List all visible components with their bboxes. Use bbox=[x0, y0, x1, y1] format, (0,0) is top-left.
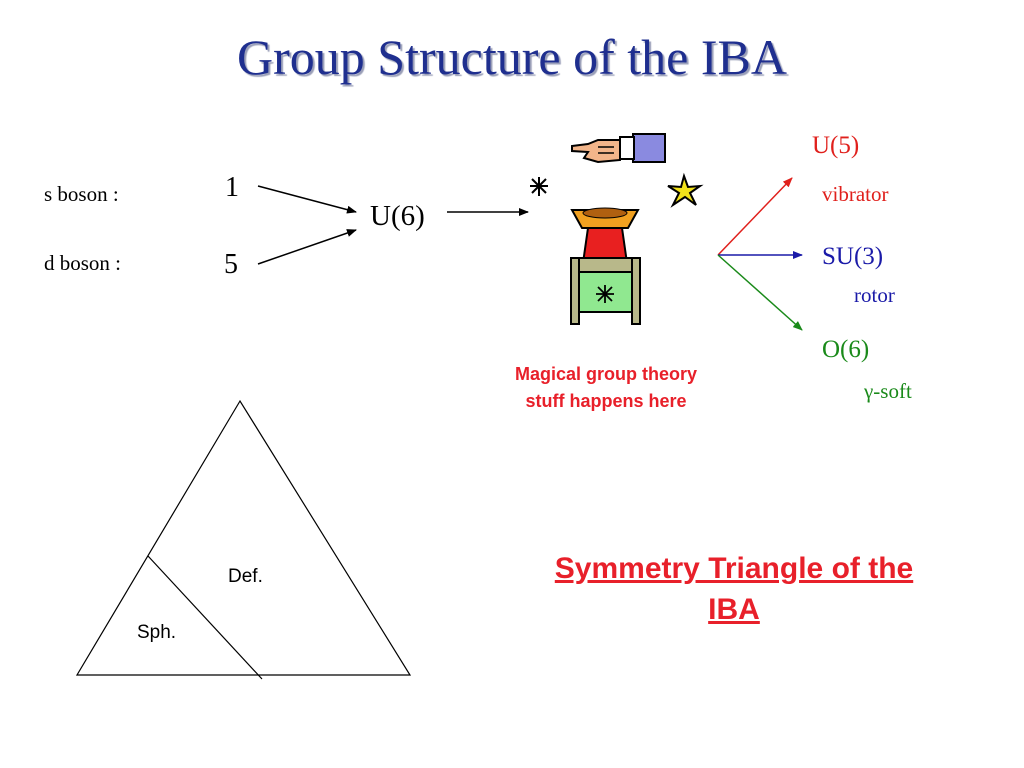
d-boson-label: d boson : bbox=[44, 251, 122, 275]
limit-su3-name: SU(3) bbox=[822, 243, 884, 270]
branch-u5-arrow bbox=[717, 177, 793, 256]
limit-su3-description: rotor bbox=[854, 283, 895, 307]
triangle-caption: Symmetry Triangle of the IBA bbox=[554, 552, 914, 626]
triangle-outline bbox=[75, 399, 412, 676]
phase-transition-line bbox=[147, 555, 263, 680]
limit-o6-name: O(6) bbox=[822, 336, 870, 363]
limit-u5-description: vibrator bbox=[822, 182, 889, 206]
d-to-u6-arrow bbox=[257, 229, 357, 265]
sparkle-icon bbox=[530, 177, 548, 196]
slide-title: Group Structure of the IBA bbox=[237, 29, 787, 85]
limit-u5-name: U(5) bbox=[812, 132, 860, 159]
star-burst-icon bbox=[667, 172, 704, 208]
s-boson-count: 1 bbox=[225, 172, 239, 203]
machine-sparkle-icon bbox=[596, 285, 614, 303]
limit-o6-description: γ-soft bbox=[864, 379, 912, 403]
machine-caption: Magical group theory stuff happens here bbox=[514, 364, 698, 411]
d-boson-count: 5 bbox=[224, 249, 238, 280]
triangle-region-spherical: Sph. bbox=[137, 622, 177, 643]
branch-o6-arrow bbox=[717, 254, 803, 331]
u6-group-label: U(6) bbox=[370, 200, 425, 232]
machine-frame bbox=[570, 257, 640, 273]
s-to-u6-arrow bbox=[257, 185, 357, 214]
s-boson-label: s boson : bbox=[44, 182, 119, 206]
magic-machine-illustration bbox=[530, 133, 704, 325]
triangle-region-deformed: Def. bbox=[228, 566, 263, 587]
symmetry-triangle bbox=[75, 399, 412, 680]
pointing-hand-icon bbox=[571, 133, 666, 164]
